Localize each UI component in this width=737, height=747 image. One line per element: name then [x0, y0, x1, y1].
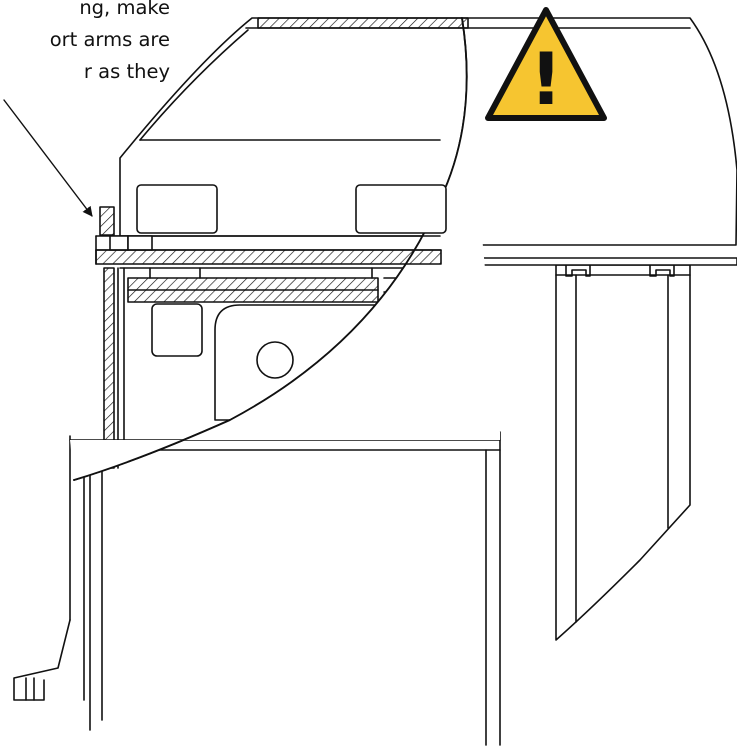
main-hatched-flange	[95, 235, 442, 265]
warning-exclamation: !	[530, 37, 563, 121]
lower-hatched-bar	[119, 267, 461, 303]
callout-line-3: r as they	[83, 60, 170, 83]
lower-bolt	[151, 303, 203, 357]
upper-cover	[70, 17, 737, 481]
callout-line-2: ort arms are	[49, 28, 170, 51]
callout-line-1: ng, make	[79, 0, 170, 19]
lower-housing	[13, 431, 501, 746]
callout-leader-arrow	[3, 99, 93, 217]
warning-triangle-icon: !	[485, 7, 607, 121]
callout-text: ng, make ort arms are r as they	[0, 0, 170, 88]
